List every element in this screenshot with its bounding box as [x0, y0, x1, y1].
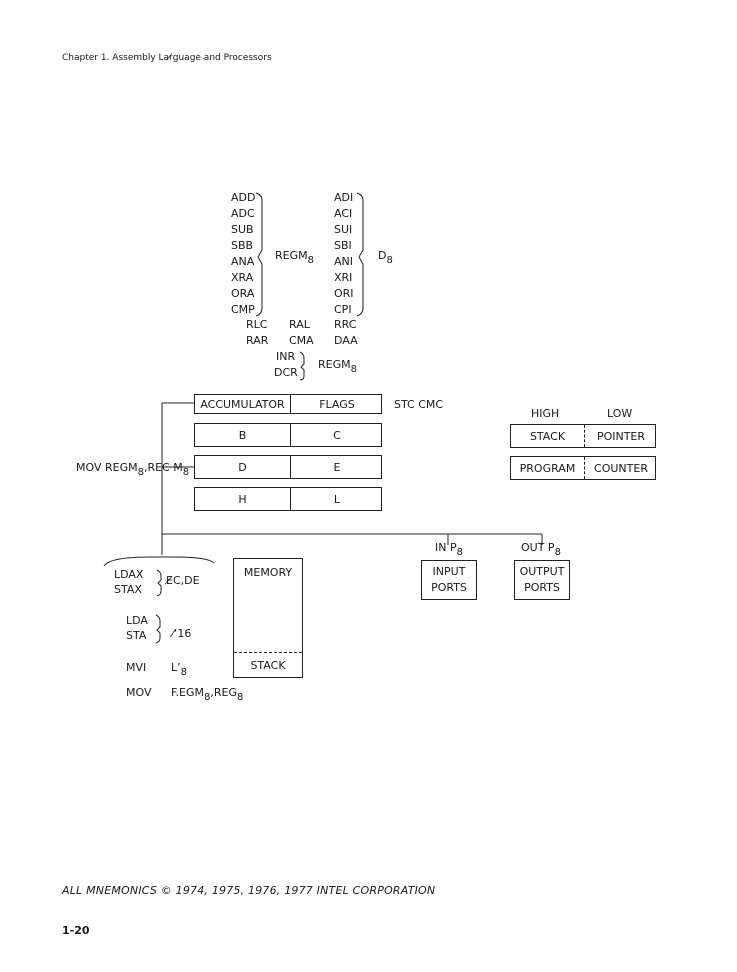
- carry-ops: STC CMC: [394, 398, 444, 411]
- rotate-op: DAA: [334, 334, 358, 347]
- dcr-op: DCR: [274, 366, 298, 379]
- sta-op: STA: [126, 629, 147, 642]
- mnemonic: SBB: [231, 239, 254, 252]
- mnemonic: SUI: [334, 223, 353, 236]
- stack-pointer-register: STACK POINTER: [510, 424, 656, 448]
- mvi-operand: L’8: [171, 661, 187, 678]
- program-counter-register: PROGRAM COUNTER: [510, 456, 656, 480]
- input-ports-line1: INPUT: [432, 565, 466, 578]
- rotate-op: RAR: [246, 334, 269, 347]
- mnemonic: ADD: [231, 191, 256, 204]
- chapter-header: Chapter 1. Assembly Lar̸guage and Proces…: [62, 53, 272, 63]
- bus-accumulator-link: [161, 402, 194, 555]
- lda-brace: [155, 614, 161, 644]
- memory-block: MEMORY STACK: [233, 558, 303, 678]
- stack-pointer-high: STACK: [511, 425, 585, 447]
- accumulator-register: ACCUMULATOR: [195, 395, 291, 413]
- mnemonic: ADI: [334, 191, 354, 204]
- out-port-label: OUT P8: [521, 541, 561, 558]
- output-ports-line2: PORTS: [524, 581, 560, 594]
- register-row-hl: H L: [194, 487, 382, 511]
- program-counter-high: PROGRAM: [511, 457, 585, 479]
- copyright-footer: ALL MNEMONICS © 1974, 1975, 1976, 1977 I…: [62, 884, 436, 897]
- page-number: 1-20: [62, 924, 90, 937]
- memory-bottom: [233, 677, 303, 678]
- output-ports-box: OUTPUT PORTS: [514, 560, 570, 600]
- regm8-operand: REGM8: [275, 249, 314, 266]
- high-label: HIGH: [531, 407, 560, 420]
- mnemonic: ORI: [334, 287, 354, 300]
- ldax-operand: E̸C,DE: [166, 574, 200, 587]
- register-e: E: [333, 460, 341, 474]
- ldax-op: LDAX: [114, 568, 144, 581]
- mvi-op: MVI: [126, 661, 147, 674]
- mnemonic: SBI: [334, 239, 352, 252]
- memory-label: MEMORY: [243, 566, 293, 579]
- regm-brace: [255, 192, 263, 317]
- inr-op: INR: [276, 350, 296, 363]
- flags-register: FLAGS: [319, 397, 355, 411]
- mnemonic: SUB: [231, 223, 254, 236]
- input-ports-line2: PORTS: [431, 581, 467, 594]
- bus-fanout: [103, 556, 215, 567]
- mnemonic: CPI: [334, 303, 352, 316]
- register-b: B: [195, 424, 291, 446]
- memory-stack-label: STACK: [250, 659, 286, 672]
- d8-operand: D8: [378, 249, 393, 266]
- incdec-operand: REGM8: [318, 358, 357, 375]
- in-port-label: IN P8: [435, 541, 463, 558]
- register-d: D: [195, 456, 291, 478]
- lda-op: LDA: [126, 614, 148, 627]
- mnemonic: XRI: [334, 271, 353, 284]
- stack-divider: [234, 652, 302, 653]
- program-counter-low: COUNTER: [594, 461, 648, 475]
- stax-op: STAX: [114, 583, 142, 596]
- stack-pointer-low: POINTER: [596, 429, 646, 443]
- mnemonic: ANA: [231, 255, 255, 268]
- mnemonic: XRA: [231, 271, 254, 284]
- ldax-brace: [156, 569, 162, 597]
- mnemonic: ADC: [231, 207, 255, 220]
- register-h: H: [195, 488, 291, 510]
- register-row-bc: B C: [194, 423, 382, 447]
- mnemonic: ORA: [231, 287, 255, 300]
- low-label: LOW: [607, 407, 633, 420]
- input-ports-box: INPUT PORTS: [421, 560, 477, 600]
- output-ports-line1: OUTPUT: [519, 565, 565, 578]
- lda-operand: ⁄‘16: [172, 627, 192, 640]
- register-c: C: [333, 428, 341, 442]
- d8-brace: [356, 192, 364, 317]
- incdec-brace: [299, 351, 305, 381]
- register-row-accumulator-flags: ACCUMULATOR FLAGS: [194, 394, 382, 414]
- mov-operand: F.EGM8,REG8: [171, 686, 244, 703]
- rotate-op: CMA: [289, 334, 314, 347]
- mnemonic: CMP: [231, 303, 255, 316]
- register-row-de: D E: [194, 455, 382, 479]
- rotate-op: RLC: [246, 318, 268, 331]
- rotate-op: RAL: [289, 318, 310, 331]
- mnemonic: ACI: [334, 207, 353, 220]
- mnemonic: ANI: [334, 255, 353, 268]
- mov-op: MOV: [126, 686, 152, 699]
- register-l: L: [333, 492, 341, 506]
- rotate-op: RRC: [334, 318, 357, 331]
